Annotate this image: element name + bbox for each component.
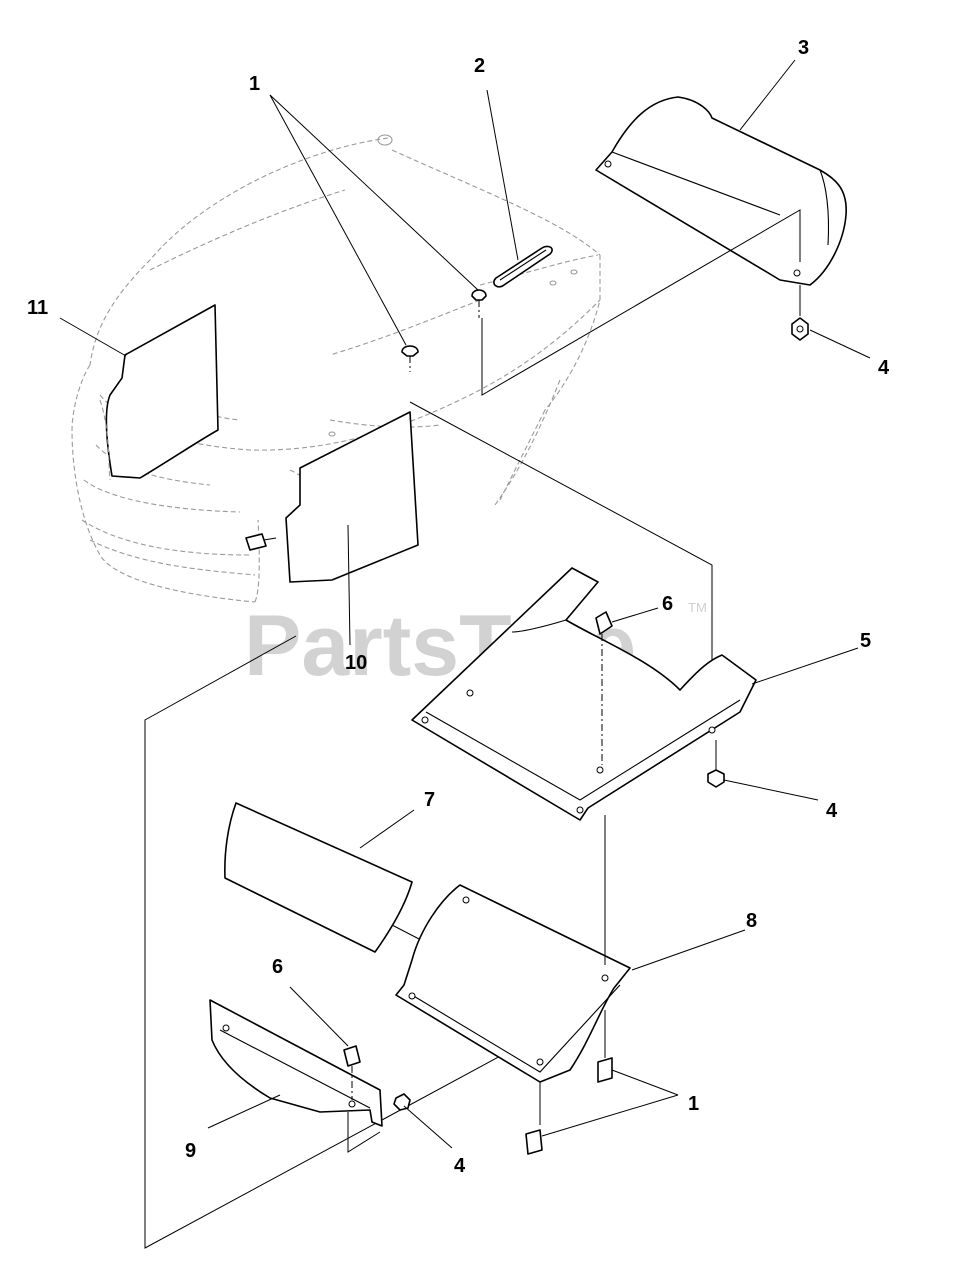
bolt-1-lower-b xyxy=(525,1129,543,1155)
callout-9: 9 xyxy=(185,1140,196,1162)
nut-4-middle xyxy=(707,769,725,788)
nut-4-lower xyxy=(393,1093,411,1111)
part-6-clip-lower xyxy=(343,1045,361,1100)
callout-leaders xyxy=(59,59,871,1149)
callout-6-lower: 6 xyxy=(272,956,283,978)
part-11-left-decal xyxy=(99,304,219,481)
callout-1-top: 1 xyxy=(249,73,260,95)
callout-10: 10 xyxy=(345,652,367,674)
bolt-side xyxy=(245,533,277,551)
part-10-side-decal xyxy=(285,411,419,583)
bolt-1-top-b xyxy=(401,345,419,372)
callout-4-middle: 4 xyxy=(826,800,838,822)
callout-2: 2 xyxy=(474,55,485,77)
part-5-floor-pan xyxy=(411,567,757,821)
callout-1-lower: 1 xyxy=(688,1093,699,1115)
bolt-1-top-a xyxy=(471,289,487,318)
hood-outline xyxy=(71,134,601,603)
callout-3: 3 xyxy=(798,37,809,59)
callout-6-top: 6 xyxy=(662,593,673,615)
callout-4-lower: 4 xyxy=(454,1155,466,1177)
part-9-bracket xyxy=(209,999,383,1127)
part-3-top-shield xyxy=(595,96,847,286)
trademark-mark: TM xyxy=(688,600,707,615)
callout-7: 7 xyxy=(424,789,435,811)
part-8-rear-plate xyxy=(395,884,631,1083)
nut-4-top xyxy=(791,317,809,341)
part-2-handle xyxy=(493,245,553,288)
callout-5: 5 xyxy=(860,630,871,652)
callout-labels: 1 2 3 11 4 10 6 5 4 7 8 6 1 9 4 xyxy=(27,37,890,1177)
callout-4-top: 4 xyxy=(878,357,890,379)
part-6-clip-upper xyxy=(595,611,613,765)
callout-11: 11 xyxy=(27,297,48,319)
callout-8: 8 xyxy=(746,910,757,932)
bolt-1-lower-a xyxy=(597,1010,613,1083)
